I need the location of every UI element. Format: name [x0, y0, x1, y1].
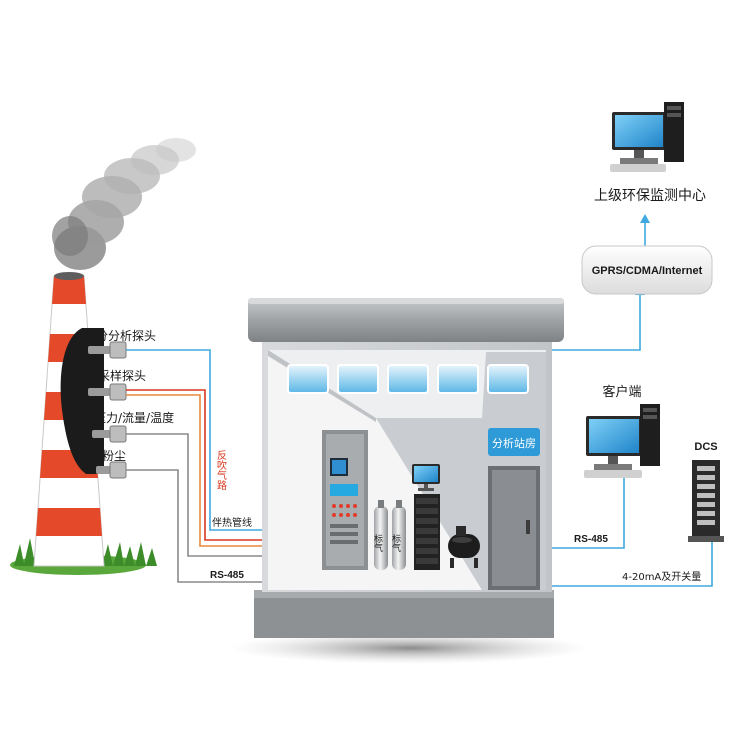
label-moisture-probe: 水分分析探头	[84, 329, 156, 343]
connection-lines	[126, 222, 713, 587]
gas-bottles	[374, 500, 406, 570]
station-shadow	[230, 632, 590, 664]
probe-dust	[96, 461, 127, 479]
label-rs485-right: RS-485	[574, 534, 608, 545]
label-gprs: GPRS/CDMA/Internet	[592, 265, 703, 277]
chimney	[33, 272, 105, 567]
label-backflush: 反吹气路	[215, 450, 227, 491]
label-rs485-left: RS-485	[210, 570, 244, 581]
analyzer-cabinet	[322, 430, 368, 570]
probe-moisture	[88, 341, 127, 359]
line-pressure	[126, 433, 262, 557]
label-gas-bottle-2: 标气	[390, 533, 401, 552]
line-to-client	[552, 478, 625, 549]
client-computer	[584, 404, 660, 478]
label-analog-switch: 4-20mA及开关量	[622, 570, 701, 583]
label-heat-trace: 伴热管线	[212, 516, 252, 529]
label-pressure-flow-temp: 压力/流量/温度	[94, 410, 174, 425]
station-door	[488, 466, 540, 590]
compressor-tank	[448, 526, 480, 568]
label-dust: 粉尘	[102, 449, 126, 463]
label-dcs: DCS	[694, 441, 717, 453]
analysis-station	[248, 298, 564, 638]
station-monitor	[412, 464, 440, 491]
label-gas-bottle-1: 标气	[372, 533, 383, 552]
line-sampling-red	[126, 389, 262, 541]
supervision-center-computer	[610, 102, 684, 172]
server-rack	[414, 494, 440, 570]
probe-sampling	[88, 383, 127, 401]
label-sampling-probe: 采样探头	[98, 368, 146, 383]
station-label-badge	[488, 428, 540, 456]
line-sampling-orange	[126, 394, 262, 547]
station-windows	[287, 364, 529, 394]
label-station: 分析站房	[492, 436, 536, 450]
gprs-node	[581, 245, 713, 295]
line-dust	[126, 469, 262, 583]
label-supervision-center: 上级环保监测中心	[594, 188, 706, 204]
line-moisture	[126, 349, 262, 531]
smoke-plume	[52, 138, 196, 270]
line-to-gprs	[552, 294, 641, 351]
probes	[88, 341, 127, 479]
probe-pressure-flow-temp	[92, 425, 127, 443]
label-client: 客户端	[602, 384, 641, 400]
dcs-tower	[688, 460, 724, 542]
line-to-dcs	[552, 542, 713, 587]
